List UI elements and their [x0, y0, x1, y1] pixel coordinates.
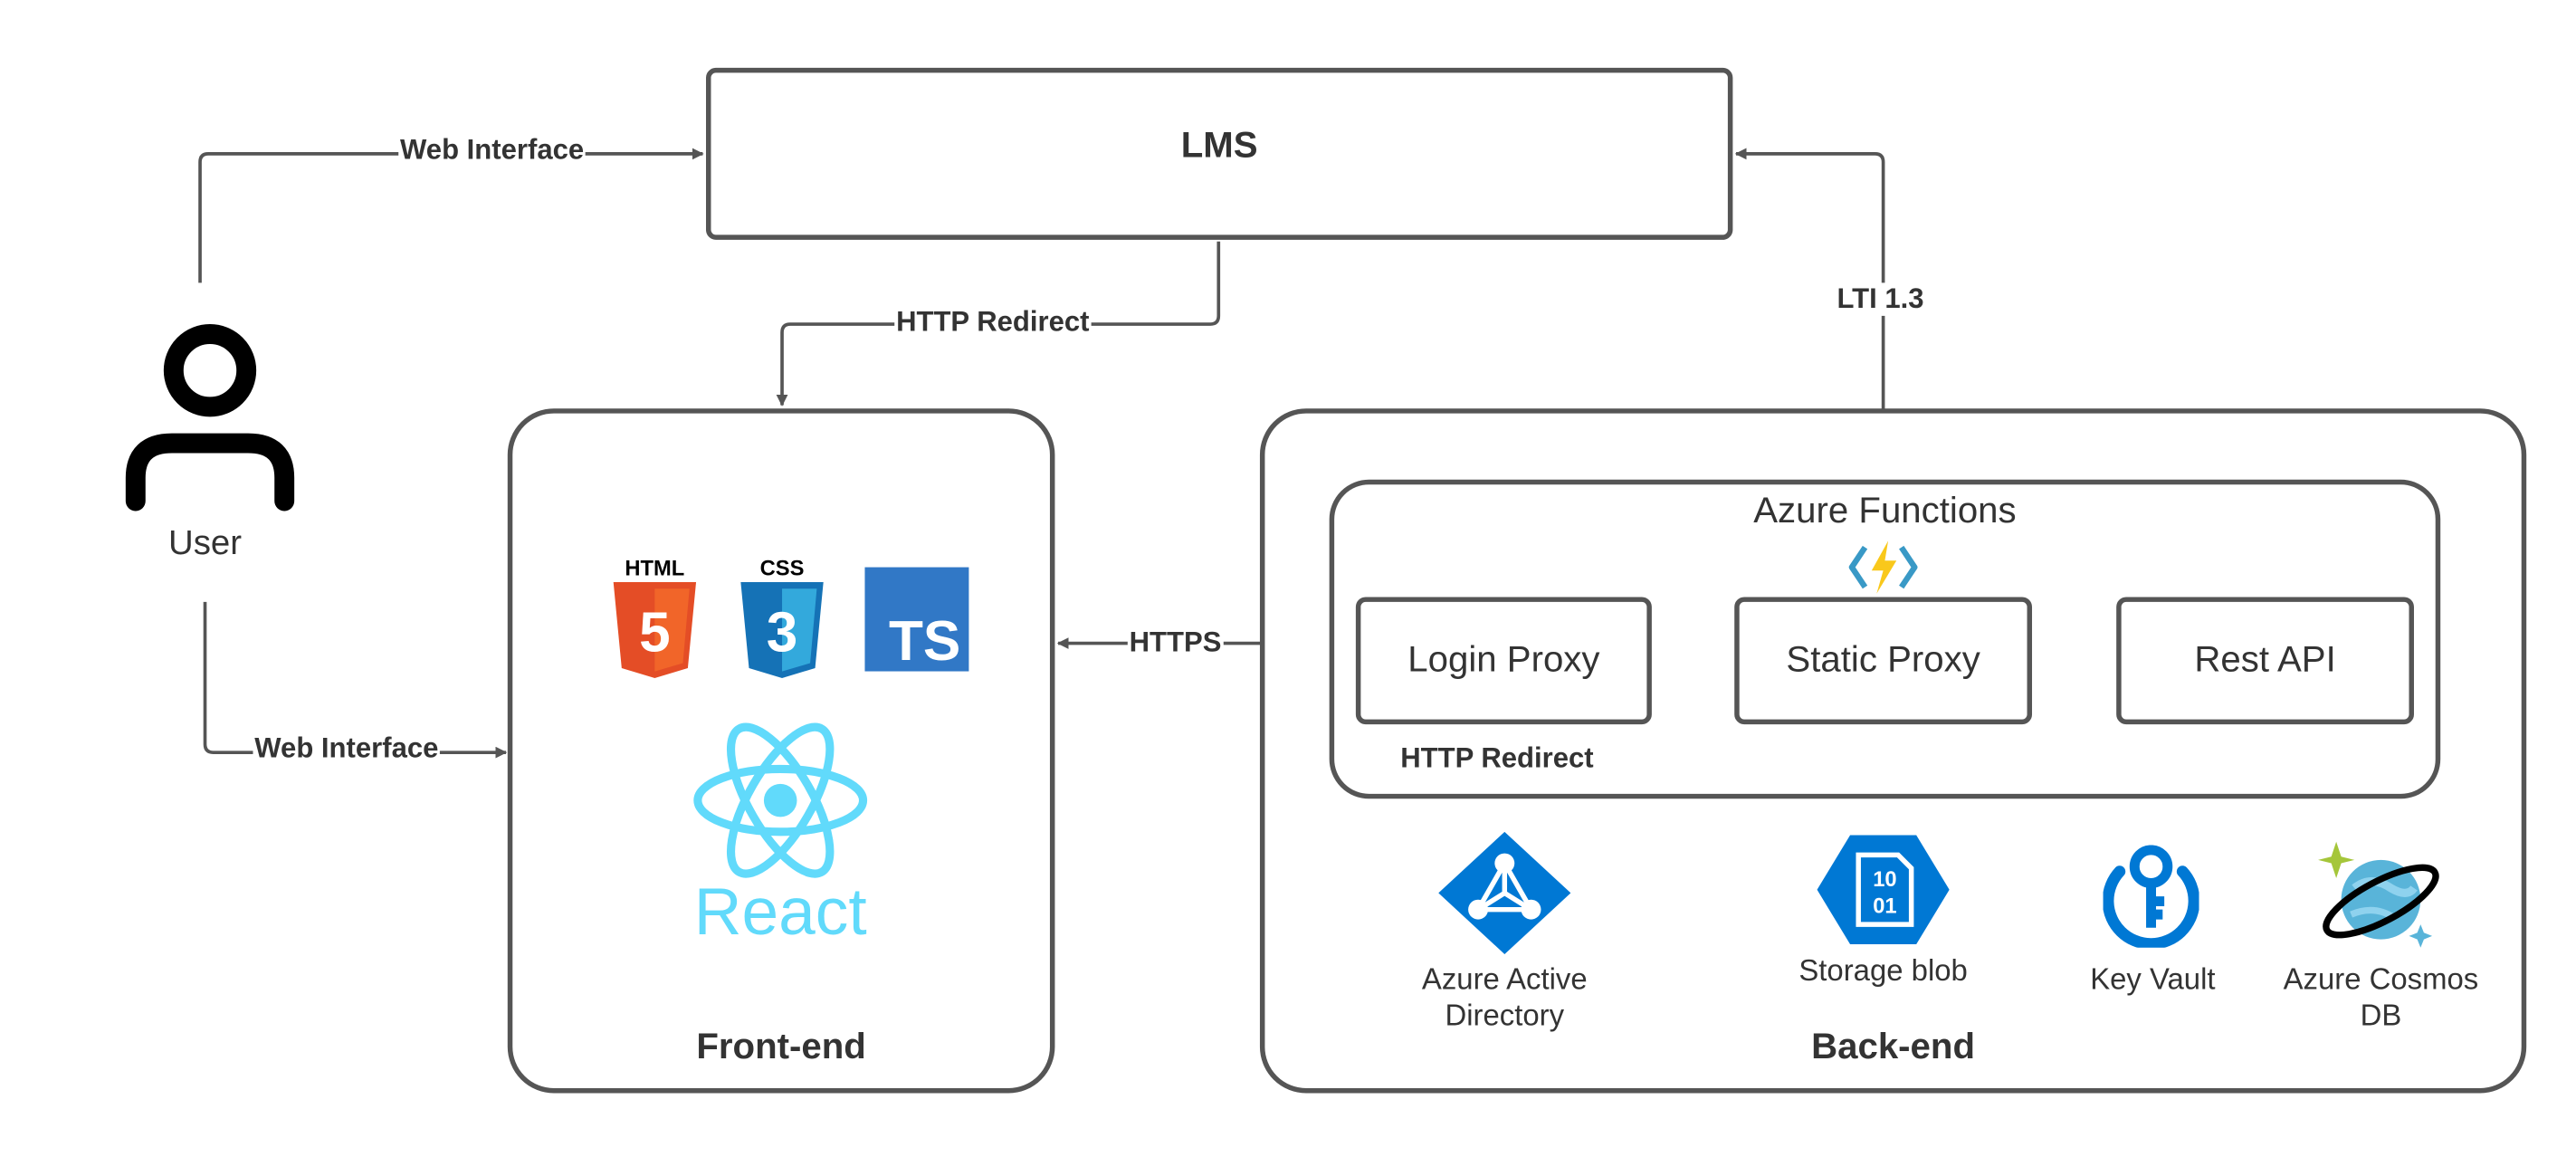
azure-functions-title: Azure Functions: [1753, 489, 2017, 531]
storage-blob-label: Storage blob: [1798, 954, 1968, 988]
typescript-icon-glyph: TS: [889, 610, 960, 672]
user-icon: [125, 324, 295, 512]
login-proxy-box[interactable]: [1355, 597, 1652, 725]
react-icon: [693, 722, 868, 878]
key-vault-label: Key Vault: [2090, 962, 2216, 996]
rest-api-label: Rest API: [2194, 638, 2336, 680]
static-proxy-box[interactable]: [1734, 597, 2033, 725]
storage-blob-icon: 10 01: [1817, 835, 1950, 945]
edge-user-to-frontend: [203, 601, 508, 759]
frontend-title: Front-end: [696, 1025, 866, 1067]
typescript-icon: TS: [864, 567, 969, 672]
user-label: User: [168, 524, 243, 563]
edge-user-to-lms: [198, 148, 704, 283]
azure-active-directory-label-line1: Azure Active: [1421, 962, 1588, 996]
lms-label: LMS: [1180, 124, 1258, 166]
static-proxy-label: Static Proxy: [1786, 638, 1980, 680]
css3-icon-label: CSS: [760, 558, 805, 581]
css3-icon: CSS 3: [740, 558, 824, 678]
edge-label-lti: LTI 1.3: [1835, 282, 1926, 316]
storage-blob-glyph-line1: 10: [1873, 868, 1896, 892]
edge-label-https: HTTPS: [1127, 626, 1224, 660]
login-proxy-label: Login Proxy: [1407, 638, 1600, 680]
azure-cosmos-db-icon: [2318, 841, 2439, 948]
react-logo-label: React: [693, 876, 867, 950]
key-vault-icon: [2103, 845, 2199, 948]
azure-cosmos-db-label-line2: DB: [2360, 999, 2402, 1032]
azure-active-directory-icon: [1438, 831, 1571, 955]
azure-functions-icon: [1848, 540, 1918, 594]
edge-label-login-to-aad: HTTP Redirect: [1398, 742, 1596, 776]
html5-icon: HTML 5: [613, 558, 697, 678]
html5-icon-label: HTML: [625, 558, 684, 581]
edge-label-user-to-frontend: Web Interface: [253, 732, 441, 766]
azure-active-directory-label-line2: Directory: [1445, 999, 1565, 1032]
lms-box[interactable]: [706, 67, 1733, 240]
css3-icon-glyph: 3: [767, 602, 798, 664]
edge-label-user-to-lms: Web Interface: [398, 133, 586, 167]
azure-cosmos-db-label-line1: Azure Cosmos: [2283, 962, 2479, 996]
rest-api-box[interactable]: [2116, 597, 2414, 725]
edge-lms-to-functions: [1734, 148, 1890, 482]
html5-icon-glyph: 5: [639, 602, 671, 664]
edge-label-lms-to-frontend: HTTP Redirect: [894, 305, 1092, 339]
backend-title: Back-end: [1811, 1025, 1976, 1067]
storage-blob-glyph-line2: 01: [1873, 894, 1896, 918]
